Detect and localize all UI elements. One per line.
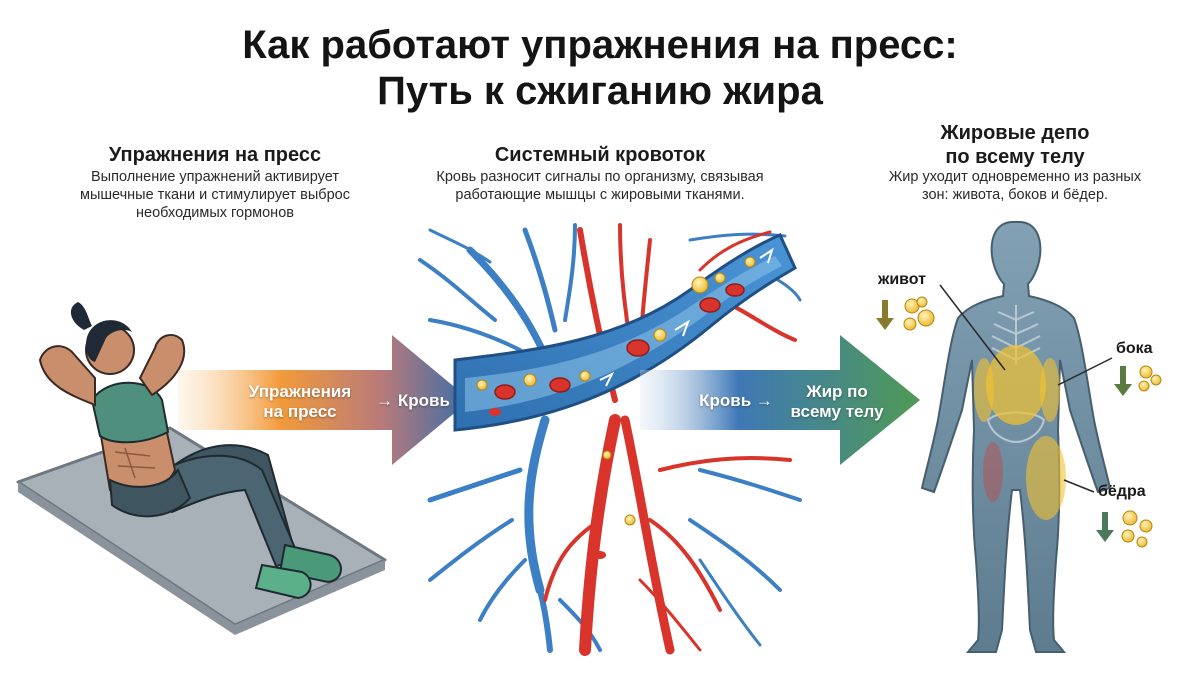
shoe-near (254, 563, 312, 600)
fat-depots-heading: Жировые депо по всему телу (940, 122, 1090, 168)
flow2-arrow-glyph: → (755, 391, 773, 410)
zone-label-thighs: бёдра (1098, 483, 1146, 500)
blood-cells (489, 283, 745, 559)
near-leg (148, 454, 302, 568)
flow-arrow-exercise-to-blood (178, 335, 470, 465)
belly-reduction-icon (876, 296, 935, 331)
flow1-from-label: Упражнения на пресс (248, 382, 352, 421)
flow2-from-label: Кровь → (699, 391, 773, 410)
sports-top (90, 381, 170, 444)
circulation-heading: Системный кровоток (494, 144, 706, 166)
circulation-description: Кровь разносит сигналы по организму, свя… (436, 169, 764, 203)
sides-reduction-icon (1114, 365, 1162, 396)
main-vessel-lumen (465, 256, 782, 412)
side-fat-zone-right (1040, 358, 1060, 422)
flow-arrow-blood-to-fat (640, 335, 920, 465)
exercise-heading: Упражнения на пресс (108, 144, 322, 166)
exercise-mat-edge (18, 482, 385, 635)
page-title: Как работают упражнения на пресс: Путь к… (242, 23, 958, 113)
signal-particles (476, 256, 756, 526)
arm-left (38, 345, 96, 407)
human-body-illustration (920, 221, 1113, 653)
flow-direction-arrows (599, 247, 774, 387)
zone-label-belly: живот (878, 271, 927, 288)
body-silhouette (920, 221, 1112, 653)
leader-lines (939, 284, 1113, 493)
exercise-description: Выполнение упражнений активирует мышечны… (80, 169, 350, 221)
muscle-highlight (983, 442, 1003, 502)
side-fat-zone-left (974, 358, 994, 422)
artery-branches (543, 223, 797, 656)
flow2-to-label: Жир по всему телу (790, 382, 884, 421)
thigh-fat-zone (1026, 436, 1066, 520)
hips (108, 467, 192, 518)
thighs-reduction-icon (1096, 510, 1153, 548)
arm-right (138, 333, 186, 397)
abs-lines (114, 447, 156, 479)
blood-vessels-illustration (418, 223, 802, 656)
woman-crunches-illustration (16, 302, 387, 635)
flow1-to-label: → Кровь (376, 391, 450, 410)
flow1-arrow-glyph: → (376, 391, 394, 410)
fat-depots-description: Жир уходит одновременно из разных зон: ж… (888, 169, 1142, 203)
hair (70, 302, 132, 362)
zone-label-sides: бока (1116, 340, 1153, 357)
